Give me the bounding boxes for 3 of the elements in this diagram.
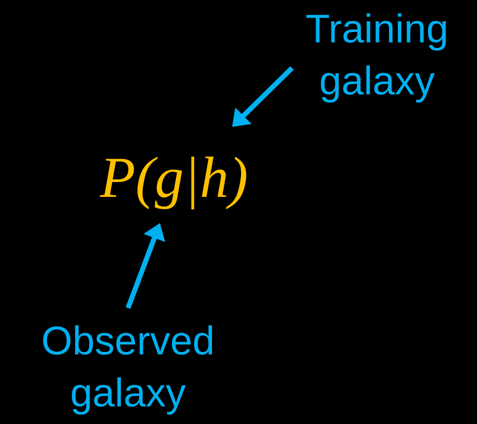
formula: P(g|h) [100,156,246,210]
label-text: Training galaxy [306,13,446,103]
label-text: Observed galaxy [43,325,212,415]
